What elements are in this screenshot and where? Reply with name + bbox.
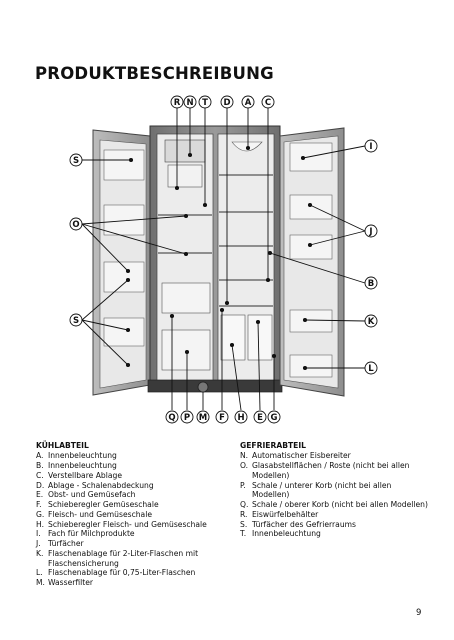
callout-M: M [196,410,210,424]
callout-H: H [234,410,248,424]
fridge-door-bin-2 [289,234,333,260]
kuehlabteil-heading: KÜHLABTEIL [36,441,89,450]
legend-item: H.Schieberegler Fleisch- und Gemüseschal… [36,519,207,529]
legend-item: D.Ablage - Schalenabdeckung [36,480,154,490]
kuehlabteil-legend: KÜHLABTEIL A.Innenbeleuchtung B.Innenbel… [36,441,232,588]
legend-item: N.Automatischer Eisbereiter [240,451,351,461]
callout-S-upper: S [69,153,83,167]
legend-item: C.Verstellbare Ablage [36,470,123,480]
callout-T: T [198,95,212,109]
svg-text:A: A [245,98,252,108]
callout-O: O [69,217,83,231]
gefrierabteil-heading: GEFRIERABTEIL [240,441,307,450]
legend-item: G.Fleisch- und Gemüseschale [36,509,152,519]
svg-text:E: E [257,413,263,423]
legend-item: E.Obst- und Gemüsefach [36,490,136,500]
svg-text:I: I [369,142,372,152]
callout-E: E [253,410,267,424]
leader-lines [81,108,366,411]
callout-S-lower: S [69,313,83,327]
callout-J: J [364,224,378,238]
page-title: PRODUKTBESCHREIBUNG [35,64,274,83]
gefrierabteil-legend: GEFRIERABTEIL N.Automatischer Eisbereite… [240,441,430,539]
callout-R: R [170,95,184,109]
legend-item: J.Türfächer [36,539,84,548]
freezer-basket-lower [161,329,211,371]
freezer-basket-upper [161,282,211,314]
water-filter [197,381,209,393]
bottle-rack-2l [289,309,333,333]
ice-bin [167,164,203,188]
fridge-door [279,127,345,397]
crisper-right [247,314,273,361]
fridge-door-bin-1 [289,194,333,220]
callout-Q: Q [165,410,179,424]
svg-text:S: S [73,316,79,326]
legend-item: A.Innenbeleuchtung [36,451,117,461]
base-grille [147,379,283,393]
legend-item: Q.Schale / oberer Korb (nicht bei allen … [240,500,428,509]
svg-text:D: D [223,98,230,108]
legend-item: K.Flaschenablage für 2-Liter-Flaschen mi… [36,548,199,568]
svg-text:T: T [202,98,208,108]
legend-item: L.Flaschenablage für 0,75-Liter-Flaschen [36,568,196,578]
legend-item: S.Türfächer des Gefrierraums [240,519,356,529]
freezer-door-bin-1 [103,149,145,181]
callout-D: D [220,95,234,109]
svg-text:R: R [174,98,181,108]
legend-item: F.Schieberegler Gemüseschale [36,500,159,509]
svg-text:H: H [237,413,244,423]
svg-text:P: P [184,413,190,423]
legend-item: O.Glasabstellflächen / Roste (nicht bei … [240,461,410,480]
legend-item: P.Schale / unterer Korb (nicht bei allen… [240,480,392,500]
callout-C: C [261,95,275,109]
bottle-rack-075l [289,354,333,378]
svg-text:B: B [368,279,374,289]
svg-text:F: F [219,413,225,423]
svg-text:G: G [271,413,278,423]
svg-text:C: C [265,98,271,108]
svg-text:K: K [368,317,375,327]
legend-item: R.Eiswürfelbehälter [240,509,319,519]
svg-text:S: S [73,156,79,166]
svg-text:M: M [199,413,207,423]
legend-item: M.Wasserfilter [36,578,94,587]
legend-item: B.Innenbeleuchtung [36,461,117,470]
callout-G: G [267,410,281,424]
callout-A: A [241,95,255,109]
callout-F: F [215,410,229,424]
callout-P: P [180,410,194,424]
svg-text:Q: Q [168,413,175,423]
callout-L: L [364,361,378,375]
ice-maker [164,139,206,163]
freezer-door [92,129,151,396]
freezer-door-bin-4 [103,317,145,347]
dairy-compartment [289,142,333,172]
page-number: 9 [416,608,422,618]
callout-B: B [364,276,378,290]
svg-text:O: O [72,220,79,230]
callout-I: I [364,139,378,153]
legend-item: I.Fach für Milchprodukte [36,529,135,539]
svg-text:J: J [368,227,372,237]
svg-text:N: N [186,98,193,108]
callout-K: K [364,314,378,328]
callout-N: N [183,95,197,109]
legend-item: T.Innenbeleuchtung [240,529,321,539]
svg-text:L: L [368,364,374,374]
cabinet [147,125,283,393]
